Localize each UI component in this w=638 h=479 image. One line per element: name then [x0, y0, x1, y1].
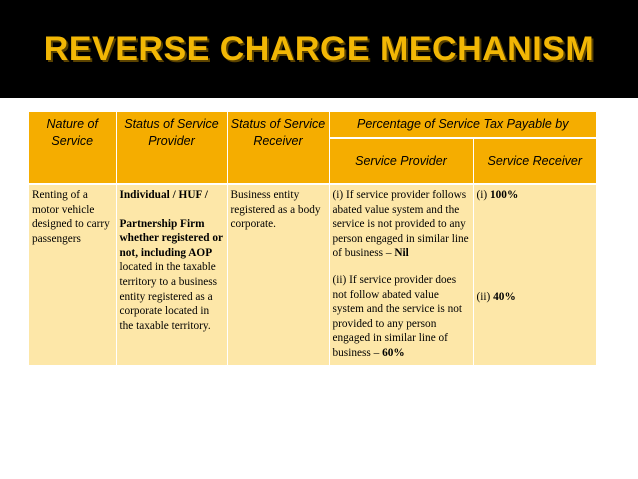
receiver-share-case1: (i) 100% [477, 188, 594, 203]
table-row: Renting of a motor vehicle designed to c… [29, 184, 596, 365]
slide-body: Nature of Service Status of Service Prov… [0, 98, 638, 479]
provider-status-bold: Partnership Firm whether registered or n… [119, 217, 223, 259]
provider-share-case1: (i) If service provider follows abated v… [333, 189, 469, 259]
provider-share-case1-value: Nil [394, 247, 409, 260]
cell-receiver-share: (i) 100% (ii) 40% [473, 184, 596, 365]
header-status-of-service-receiver: Status of Service Receiver [227, 112, 330, 185]
provider-share-case2: (ii) If service provider does not follow… [333, 274, 463, 359]
cell-provider-status: Individual / HUF / Partnership Firm whet… [116, 184, 228, 365]
spacer [120, 203, 224, 217]
spacer [333, 261, 470, 273]
provider-share-case1-text: (i) If service provider follows abated v… [332, 189, 469, 260]
cell-provider-share: (i) If service provider follows abated v… [329, 184, 474, 365]
header-nature-of-service: Nature of Service [29, 112, 117, 185]
provider-share-case2-text: (ii) If service provider does not follow… [332, 273, 463, 359]
subheader-service-receiver: Service Receiver [473, 138, 596, 185]
provider-share-case2-value: 60% [382, 346, 405, 359]
slide-title: REVERSE CHARGE MECHANISM [0, 0, 638, 98]
receiver-share-case1-label: (i) [476, 189, 490, 201]
receiver-share-case2-value: 40% [493, 290, 516, 303]
provider-status-rest: located in the taxable territory to a bu… [119, 261, 218, 332]
receiver-share-case2: (ii) 40% [477, 290, 594, 305]
receiver-share-case1-value: 100% [490, 189, 519, 201]
provider-status-line1: Individual / HUF / [119, 189, 208, 201]
header-status-of-service-provider: Status of Service Provider [116, 112, 228, 185]
provider-status-detail: Partnership Firm whether registered or n… [120, 218, 223, 332]
spacer [477, 203, 594, 290]
subheader-service-provider: Service Provider [329, 138, 474, 185]
reverse-charge-table: Nature of Service Status of Service Prov… [29, 112, 596, 365]
cell-nature-of-service: Renting of a motor vehicle designed to c… [29, 184, 117, 365]
receiver-share-case2-label: (ii) [476, 290, 494, 303]
header-percentage-payable: Percentage of Service Tax Payable by [329, 112, 596, 139]
cell-receiver-status: Business entity registered as a body cor… [227, 184, 330, 365]
